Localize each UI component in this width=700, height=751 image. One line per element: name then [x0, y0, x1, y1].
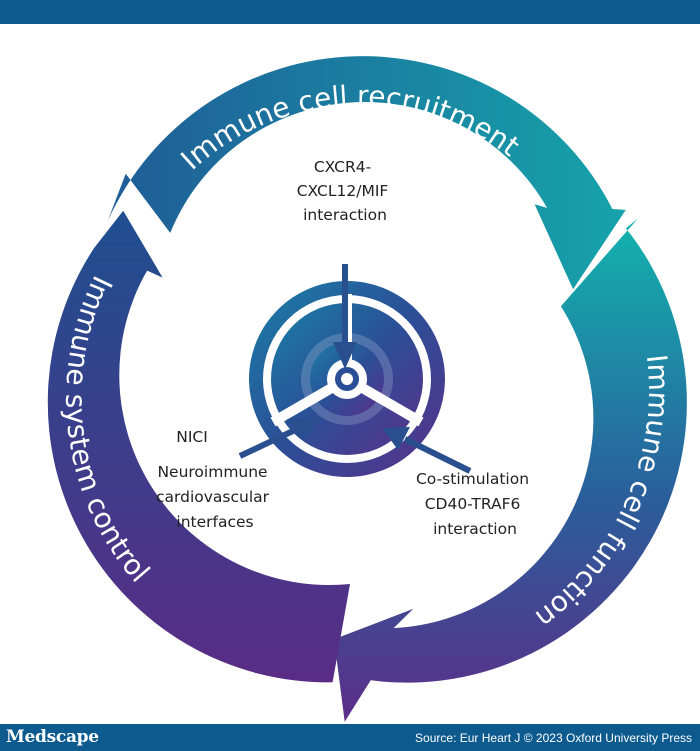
header-bar [0, 0, 700, 24]
medscape-logo[interactable]: Medscape [6, 727, 99, 747]
cycle-diagram: Immune cell recruitment Immune cell func… [0, 24, 700, 724]
arrow-cxcr4 [333, 264, 357, 369]
arc-recruitment [107, 56, 626, 290]
footer-bar: Medscape Source: Eur Heart J © 2023 Oxfo… [0, 724, 700, 751]
cycle-diagram-svg: Immune cell recruitment Immune cell func… [47, 56, 687, 722]
label-costimulation: Co-stimulation CD40-TRAF6 interaction [416, 470, 534, 538]
label-neuroimmune: Neuroimmune cardiovascular interfaces [156, 463, 274, 531]
label-nici: NICI [176, 428, 208, 446]
label-cxcr4: CXCR4- CXCL12/MIF interaction [297, 158, 394, 224]
arrow-nici [238, 417, 322, 459]
arrow-costimulation [382, 427, 472, 474]
source-credit: Source: Eur Heart J © 2023 Oxford Univer… [415, 731, 692, 745]
arc-control [47, 210, 351, 683]
arc-function [334, 218, 687, 722]
